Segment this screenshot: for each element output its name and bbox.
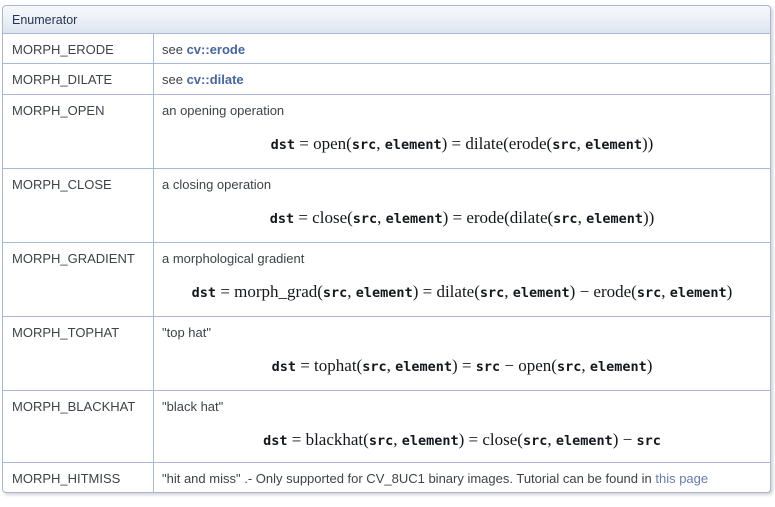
table-row: MORPH_BLACKHAT "black hat" dst = blackha… <box>3 391 770 463</box>
doc-text: "black hat" <box>162 399 224 414</box>
table-row: MORPH_TOPHAT "top hat" dst = tophat(src,… <box>3 317 770 391</box>
table-header-row: Enumerator <box>3 6 770 34</box>
enum-name-morph-gradient: MORPH_GRADIENT <box>3 243 154 317</box>
enum-doc: a morphological gradient dst = morph_gra… <box>154 243 770 317</box>
enum-name-morph-open: MORPH_OPEN <box>3 95 154 169</box>
formula-blackhat: dst = blackhat(src, element) = close(src… <box>263 430 661 449</box>
enum-doc: an opening operation dst = open(src, ele… <box>154 95 770 169</box>
enum-name-morph-tophat: MORPH_TOPHAT <box>3 317 154 391</box>
enum-doc: see cv::erode <box>154 34 770 64</box>
enumerator-table: Enumerator MORPH_ERODE see cv::erode MOR… <box>2 5 771 493</box>
table-row: MORPH_HITMISS "hit and miss" .- Only sup… <box>3 463 770 492</box>
cv-erode-link[interactable]: cv::erode <box>186 42 246 57</box>
doc-text: a morphological gradient <box>162 251 305 266</box>
table-header-enumerator: Enumerator <box>3 6 770 34</box>
doc-text: see <box>162 42 187 57</box>
cv-dilate-link[interactable]: cv::dilate <box>186 72 244 87</box>
table-row: MORPH_ERODE see cv::erode <box>3 34 770 64</box>
doc-text: "hit and miss" .- Only supported for CV_… <box>162 471 656 486</box>
formula-open: dst = open(src, element) = dilate(erode(… <box>270 134 654 153</box>
enum-name-morph-close: MORPH_CLOSE <box>3 169 154 243</box>
table-row: MORPH_OPEN an opening operation dst = op… <box>3 95 770 169</box>
enum-name-morph-dilate: MORPH_DILATE <box>3 64 154 95</box>
table-row: MORPH_GRADIENT a morphological gradient … <box>3 243 770 317</box>
enum-name-morph-blackhat: MORPH_BLACKHAT <box>3 391 154 463</box>
enum-doc: a closing operation dst = close(src, ele… <box>154 169 770 243</box>
enum-doc: "black hat" dst = blackhat(src, element)… <box>154 391 770 463</box>
table-row: MORPH_CLOSE a closing operation dst = cl… <box>3 169 770 243</box>
enum-doc: see cv::dilate <box>154 64 770 95</box>
enum-name-morph-erode: MORPH_ERODE <box>3 34 154 64</box>
enum-name-morph-hitmiss: MORPH_HITMISS <box>3 463 154 492</box>
this-page-link[interactable]: this page <box>655 471 709 486</box>
table-row: MORPH_DILATE see cv::dilate <box>3 64 770 95</box>
enum-doc: "hit and miss" .- Only supported for CV_… <box>154 463 770 492</box>
doc-text: see <box>162 72 187 87</box>
enum-doc: "top hat" dst = tophat(src, element) = s… <box>154 317 770 391</box>
formula-close: dst = close(src, element) = erode(dilate… <box>269 208 655 227</box>
doc-text: "top hat" <box>162 325 211 340</box>
formula-tophat: dst = tophat(src, element) = src − open(… <box>271 356 653 375</box>
doc-text: an opening operation <box>162 103 285 118</box>
doc-text: a closing operation <box>162 177 272 192</box>
formula-gradient: dst = morph_grad(src, element) = dilate(… <box>191 282 733 301</box>
